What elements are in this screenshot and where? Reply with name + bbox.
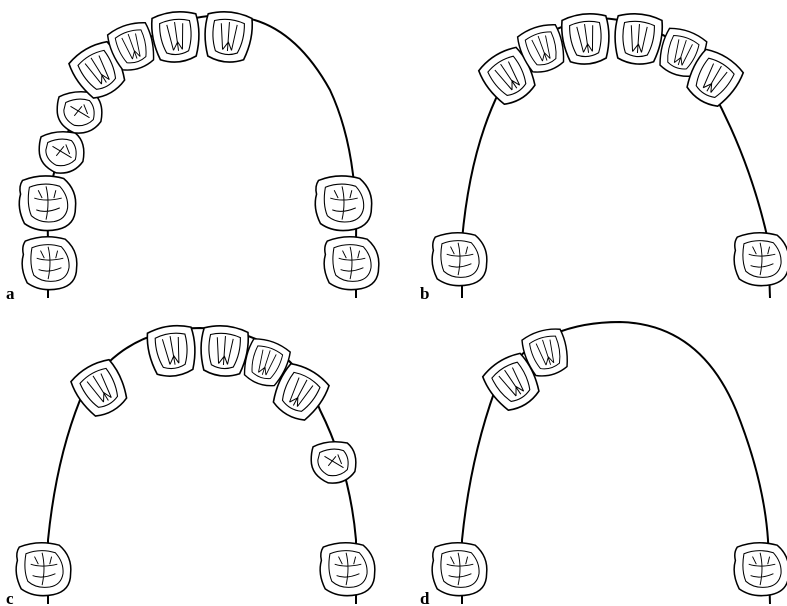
tooth-molar-d4 <box>734 543 787 596</box>
tooth-incisor-c3 <box>146 323 199 379</box>
panel-label-a: a <box>6 284 15 303</box>
tooth-molar-a2 <box>19 176 75 231</box>
panel-label-d: d <box>420 589 430 606</box>
tooth-incisor-a7 <box>150 10 202 65</box>
tooth-molar-a10 <box>324 237 379 290</box>
tooth-incisor-c4 <box>198 324 250 379</box>
panel-d: d <box>420 322 787 606</box>
tooth-incisor-a8 <box>202 10 254 65</box>
tooth-molar-b8 <box>734 233 787 286</box>
panel-label-b: b <box>420 284 429 303</box>
tooth-premolar-c7 <box>311 442 356 483</box>
panel-label-c: c <box>6 589 14 606</box>
tooth-molar-a9 <box>315 176 371 231</box>
tooth-canine-c2 <box>68 356 133 423</box>
tooth-molar-a1 <box>22 237 77 290</box>
tooth-molar-c1 <box>16 543 71 596</box>
panel-b: b <box>420 12 787 303</box>
tooth-premolar-a3 <box>39 132 84 173</box>
panel-a: a <box>6 10 379 303</box>
tooth-molar-b1 <box>432 233 487 286</box>
tooth-incisor-b5 <box>612 12 664 67</box>
tooth-molar-c8 <box>320 543 375 596</box>
tooth-incisor-b4 <box>560 12 612 67</box>
tooth-molar-d1 <box>432 543 487 596</box>
panel-c: c <box>6 323 375 606</box>
